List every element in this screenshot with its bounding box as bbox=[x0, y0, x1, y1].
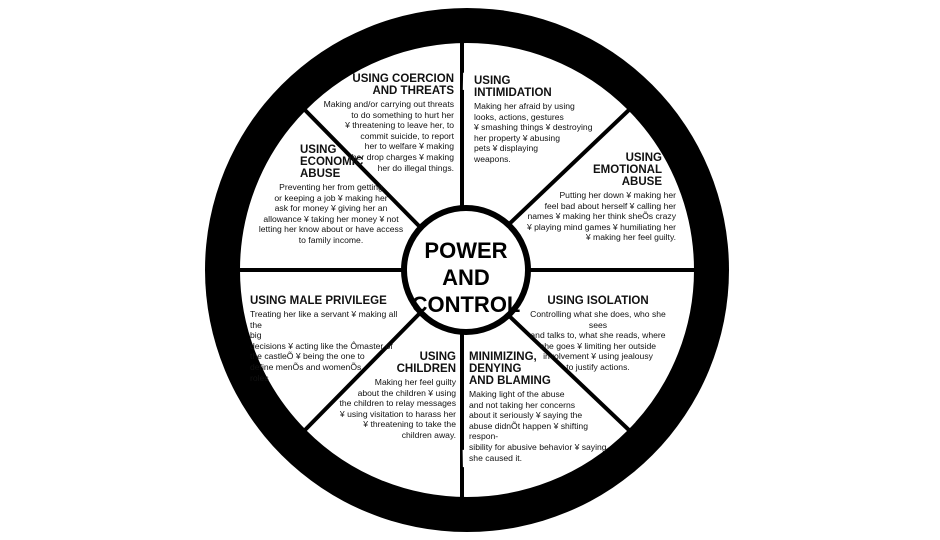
segment-isolation-body: Controlling what she does, who she sees … bbox=[530, 309, 666, 372]
segment-isolation: USING ISOLATION Controlling what she doe… bbox=[522, 295, 674, 373]
segment-male-privilege: USING MALE PRIVILEGE Treating her like a… bbox=[250, 295, 400, 383]
segment-coercion-body: Making and/or carrying out threats to do… bbox=[323, 99, 454, 173]
spoke-upper-left bbox=[301, 106, 422, 229]
segment-minimizing-title: MINIMIZING, DENYING AND BLAMING bbox=[469, 351, 551, 387]
spoke-lower-left bbox=[301, 311, 422, 434]
segment-male-privilege-title: USING MALE PRIVILEGE bbox=[250, 295, 387, 307]
segment-emotional-body: Putting her down ¥ making her feel bad a… bbox=[526, 190, 676, 243]
segment-economic-title: USING ECONOMIC ABUSE bbox=[300, 144, 364, 180]
segment-coercion-title: USING COERCION AND THREATS bbox=[352, 73, 454, 97]
segment-male-privilege-body: Treating her like a servant ¥ making all… bbox=[250, 309, 398, 383]
segment-isolation-title: USING ISOLATION bbox=[547, 295, 649, 307]
segment-economic: USING ECONOMIC ABUSE Preventing her from… bbox=[256, 144, 406, 246]
wheel-spokes bbox=[239, 42, 695, 498]
segment-children: USING CHILDREN Making her feel guilty ab… bbox=[326, 351, 456, 441]
segment-emotional-title: USING EMOTIONAL ABUSE bbox=[593, 152, 662, 188]
center-hub bbox=[401, 205, 531, 335]
segment-minimizing-body: Making light of the abuse and not taking… bbox=[469, 389, 607, 463]
segment-economic-body: Preventing her from getting or keeping a… bbox=[258, 182, 404, 245]
spoke-lower-right bbox=[503, 310, 633, 434]
segment-intimidation: USING INTIMIDATION Making her afraid by … bbox=[474, 75, 614, 165]
segment-emotional: USING EMOTIONAL ABUSE Putting her down ¥… bbox=[516, 152, 676, 243]
segment-intimidation-body: Making her afraid by using looks, action… bbox=[474, 101, 593, 164]
segment-coercion: USING COERCION AND THREATS Making and/or… bbox=[318, 73, 454, 173]
segment-children-body: Making her feel guilty about the childre… bbox=[339, 377, 456, 440]
segment-minimizing: MINIMIZING, DENYING AND BLAMING Making l… bbox=[469, 351, 619, 463]
spoke-upper-right bbox=[503, 106, 633, 230]
segment-children-title: USING CHILDREN bbox=[396, 351, 456, 375]
segment-intimidation-title: USING INTIMIDATION bbox=[474, 75, 552, 99]
center-title: POWER AND CONTROL bbox=[411, 237, 521, 317]
